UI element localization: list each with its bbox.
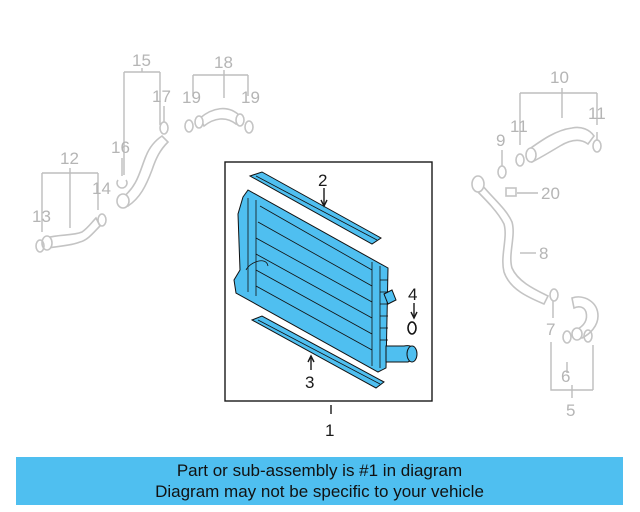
callout-11b: 11 (588, 104, 606, 123)
intercooler-group (224, 161, 433, 414)
callout-13: 13 (32, 207, 51, 226)
callout-6: 6 (561, 367, 570, 386)
callout-18: 18 (214, 53, 233, 72)
callout-5: 5 (566, 401, 575, 420)
callout-14: 14 (92, 179, 111, 198)
callout-17: 17 (152, 87, 171, 106)
callout-4: 4 (408, 285, 417, 304)
intercooler-part (233, 189, 389, 373)
callout-labels: 1 2 3 4 5 6 7 8 9 10 11 11 12 13 14 15 1… (32, 51, 606, 440)
callout-7: 7 (546, 320, 555, 339)
clip-part (407, 321, 417, 335)
callout-12: 12 (60, 149, 79, 168)
banner-line-1: Part or sub-assembly is #1 in diagram (176, 461, 463, 480)
callout-2: 2 (318, 171, 327, 190)
callout-20: 20 (541, 184, 560, 203)
callout-1: 1 (325, 421, 334, 440)
info-banner: Part or sub-assembly is #1 in diagram Di… (16, 457, 623, 505)
callout-15: 15 (132, 51, 151, 70)
banner-line-2: Diagram may not be specific to your vehi… (155, 482, 484, 501)
callout-10: 10 (550, 68, 569, 87)
callout-19b: 19 (241, 88, 260, 107)
callout-11a: 11 (510, 117, 528, 136)
parts-diagram: 1 2 3 4 5 6 7 8 9 10 11 11 12 13 14 15 1… (32, 51, 606, 440)
callout-9: 9 (496, 131, 505, 150)
right-hose-group (471, 88, 602, 398)
callout-16: 16 (111, 138, 130, 157)
left-hose-group (35, 68, 254, 253)
callout-3: 3 (305, 373, 314, 392)
callout-8: 8 (539, 244, 548, 263)
callout-19a: 19 (182, 88, 201, 107)
